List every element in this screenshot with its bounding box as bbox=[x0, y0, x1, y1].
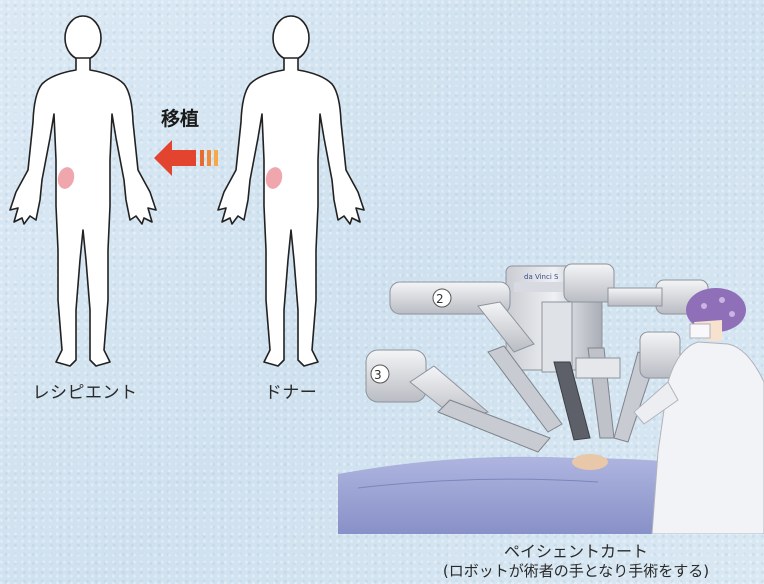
kidney-icon bbox=[57, 167, 75, 189]
patient-cart-subcaption: (ロボットが術者の手となり手術をする) bbox=[442, 562, 710, 580]
arm-marker-3: 3 bbox=[374, 368, 382, 382]
recipient-label: レシピエント bbox=[32, 383, 138, 403]
human-silhouette-icon bbox=[217, 15, 365, 367]
donor-label: ドナー bbox=[264, 383, 318, 403]
robot-brand-text: da Vinci S bbox=[524, 273, 559, 281]
transplant-label: 移植 bbox=[161, 108, 200, 130]
recipient-figure bbox=[9, 15, 157, 367]
human-silhouette-icon bbox=[9, 15, 157, 367]
patient-cart-caption: ペイシェントカート bbox=[503, 542, 648, 561]
kidney-icon bbox=[265, 167, 283, 189]
transplant-arrow-icon bbox=[154, 140, 218, 176]
arm-marker-2: 2 bbox=[436, 292, 444, 306]
surgical-robot-photo: da Vinci S 2 3 bbox=[338, 263, 764, 534]
donor-figure bbox=[217, 15, 365, 367]
